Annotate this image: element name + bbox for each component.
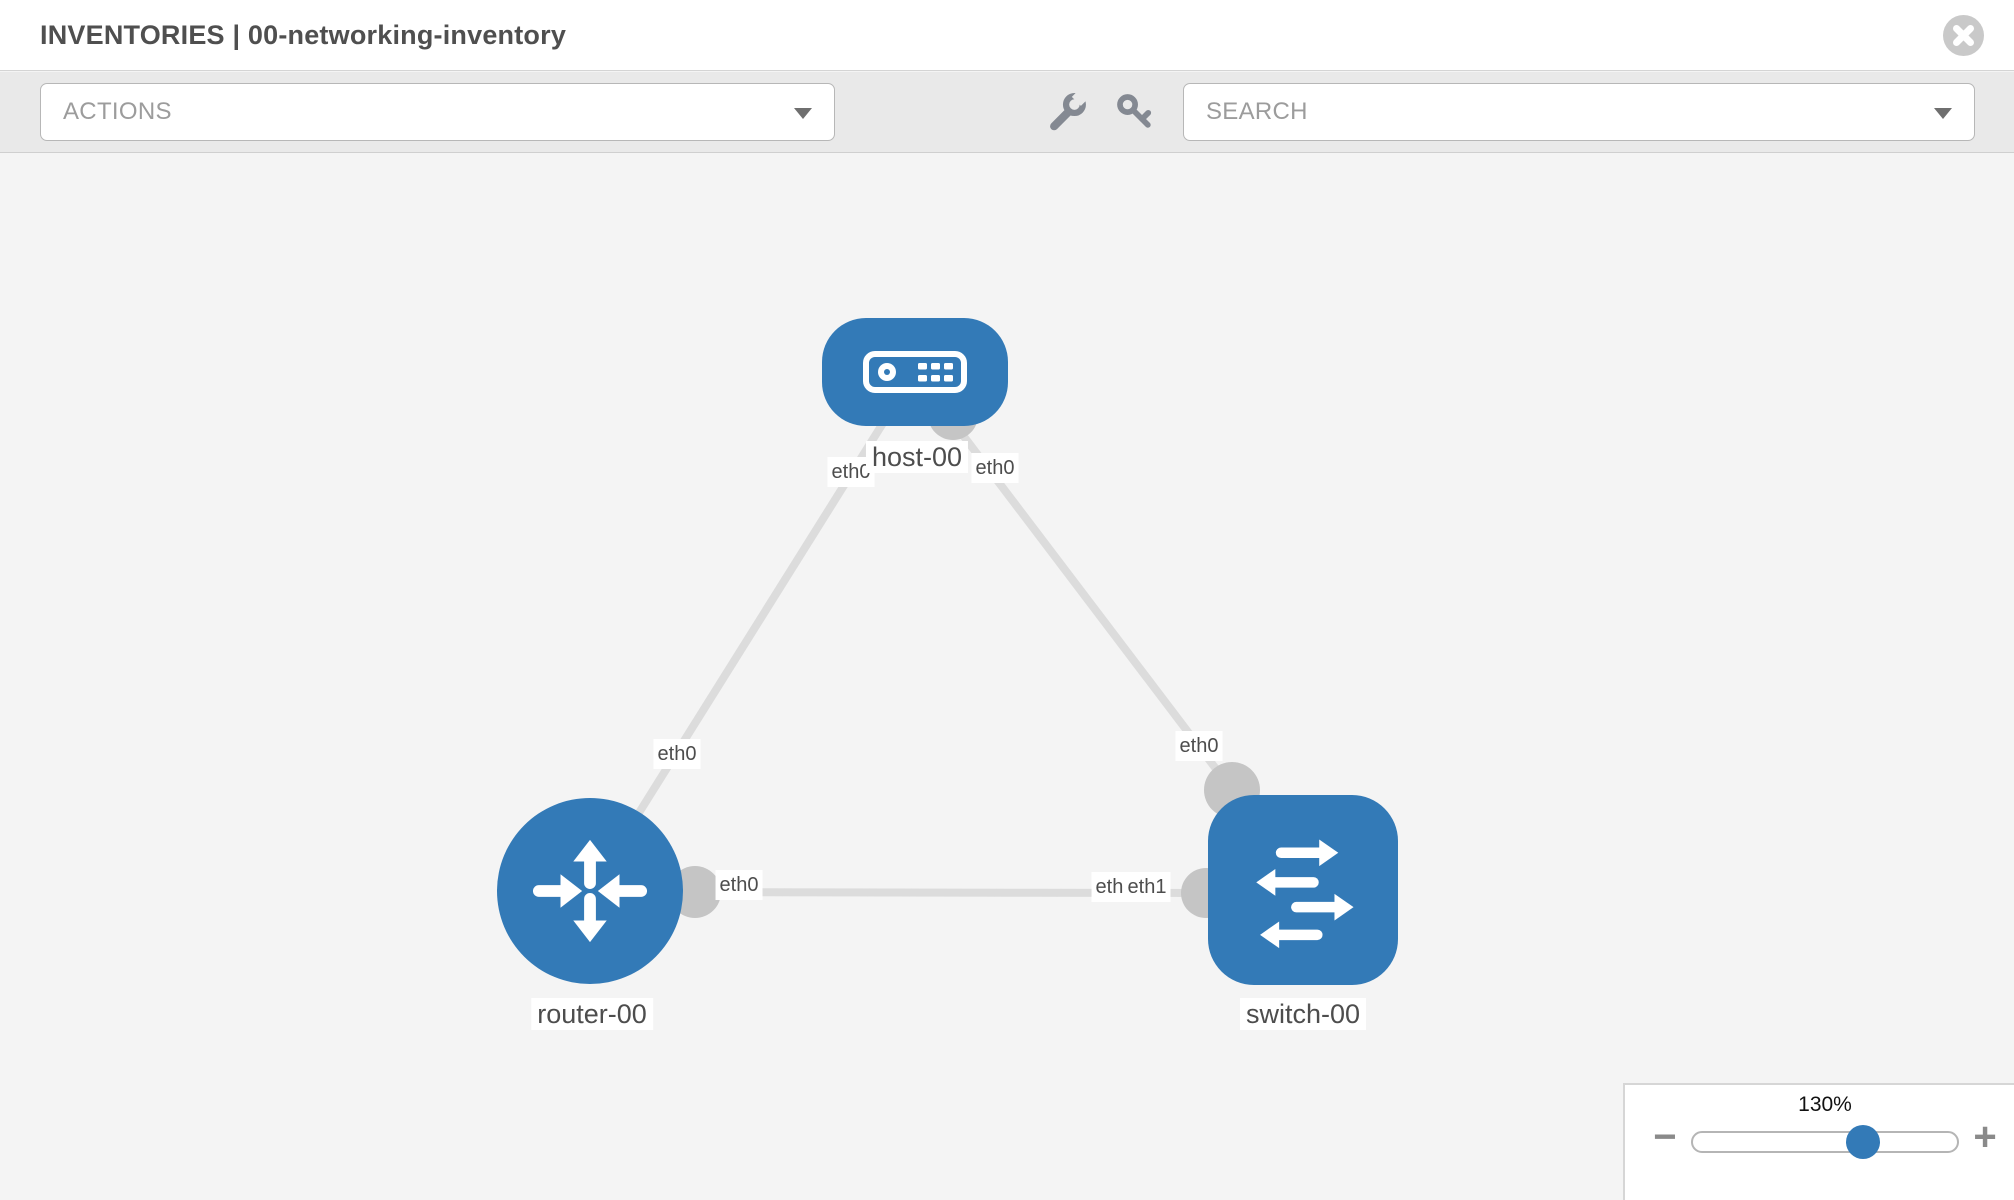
topology-canvas[interactable]: eth0 eth0 eth0 eth0 eth0 eth0 eth1 host-… — [0, 154, 2014, 1200]
router-icon — [532, 839, 648, 943]
node-switch-00[interactable] — [1208, 795, 1398, 985]
node-host-00[interactable] — [822, 318, 1008, 426]
close-button[interactable] — [1943, 15, 1984, 56]
chevron-down-icon — [1934, 108, 1952, 119]
search-placeholder: SEARCH — [1206, 98, 1308, 125]
interface-label-router-eth0: eth0 — [715, 870, 763, 900]
header: INVENTORIES | 00-networking-inventory — [0, 0, 2014, 71]
zoom-panel: 130% − + — [1623, 1083, 2014, 1200]
switch-icon — [1256, 839, 1354, 949]
zoom-in-button[interactable]: + — [1963, 1115, 2007, 1159]
zoom-level: 130% — [1798, 1093, 1852, 1116]
credentials-button[interactable] — [1112, 89, 1158, 135]
actions-dropdown-label: ACTIONS — [63, 98, 172, 125]
chevron-down-icon — [794, 108, 812, 119]
zoom-out-button[interactable]: − — [1643, 1115, 1687, 1159]
close-icon — [1953, 25, 1974, 46]
node-router-00[interactable] — [497, 798, 683, 984]
wrench-icon — [1050, 87, 1090, 131]
search-dropdown[interactable]: SEARCH — [1183, 83, 1975, 141]
key-icon — [1117, 94, 1152, 128]
toolbar: ACTIONS SEARCH — [0, 72, 2014, 153]
zoom-slider-handle[interactable] — [1846, 1125, 1880, 1159]
interface-label-switch-eth1: eth1 — [1123, 872, 1171, 902]
topology-links-layer — [586, 369, 1260, 918]
interface-label-router-eth0-uplink: eth0 — [653, 739, 701, 769]
page-title: INVENTORIES | 00-networking-inventory — [40, 20, 567, 50]
node-label-switch-00[interactable]: switch-00 — [1239, 998, 1367, 1030]
node-label-host-00[interactable]: host-00 — [865, 441, 969, 473]
actions-dropdown[interactable]: ACTIONS — [40, 83, 835, 141]
interface-label-switch-eth0: eth0 — [1175, 731, 1223, 761]
node-label-router-00[interactable]: router-00 — [531, 998, 653, 1030]
host-icon — [863, 351, 967, 393]
configure-button[interactable] — [1044, 87, 1090, 135]
interface-label-host-eth0-right: eth0 — [971, 453, 1019, 483]
zoom-slider-track[interactable] — [1691, 1125, 1959, 1159]
